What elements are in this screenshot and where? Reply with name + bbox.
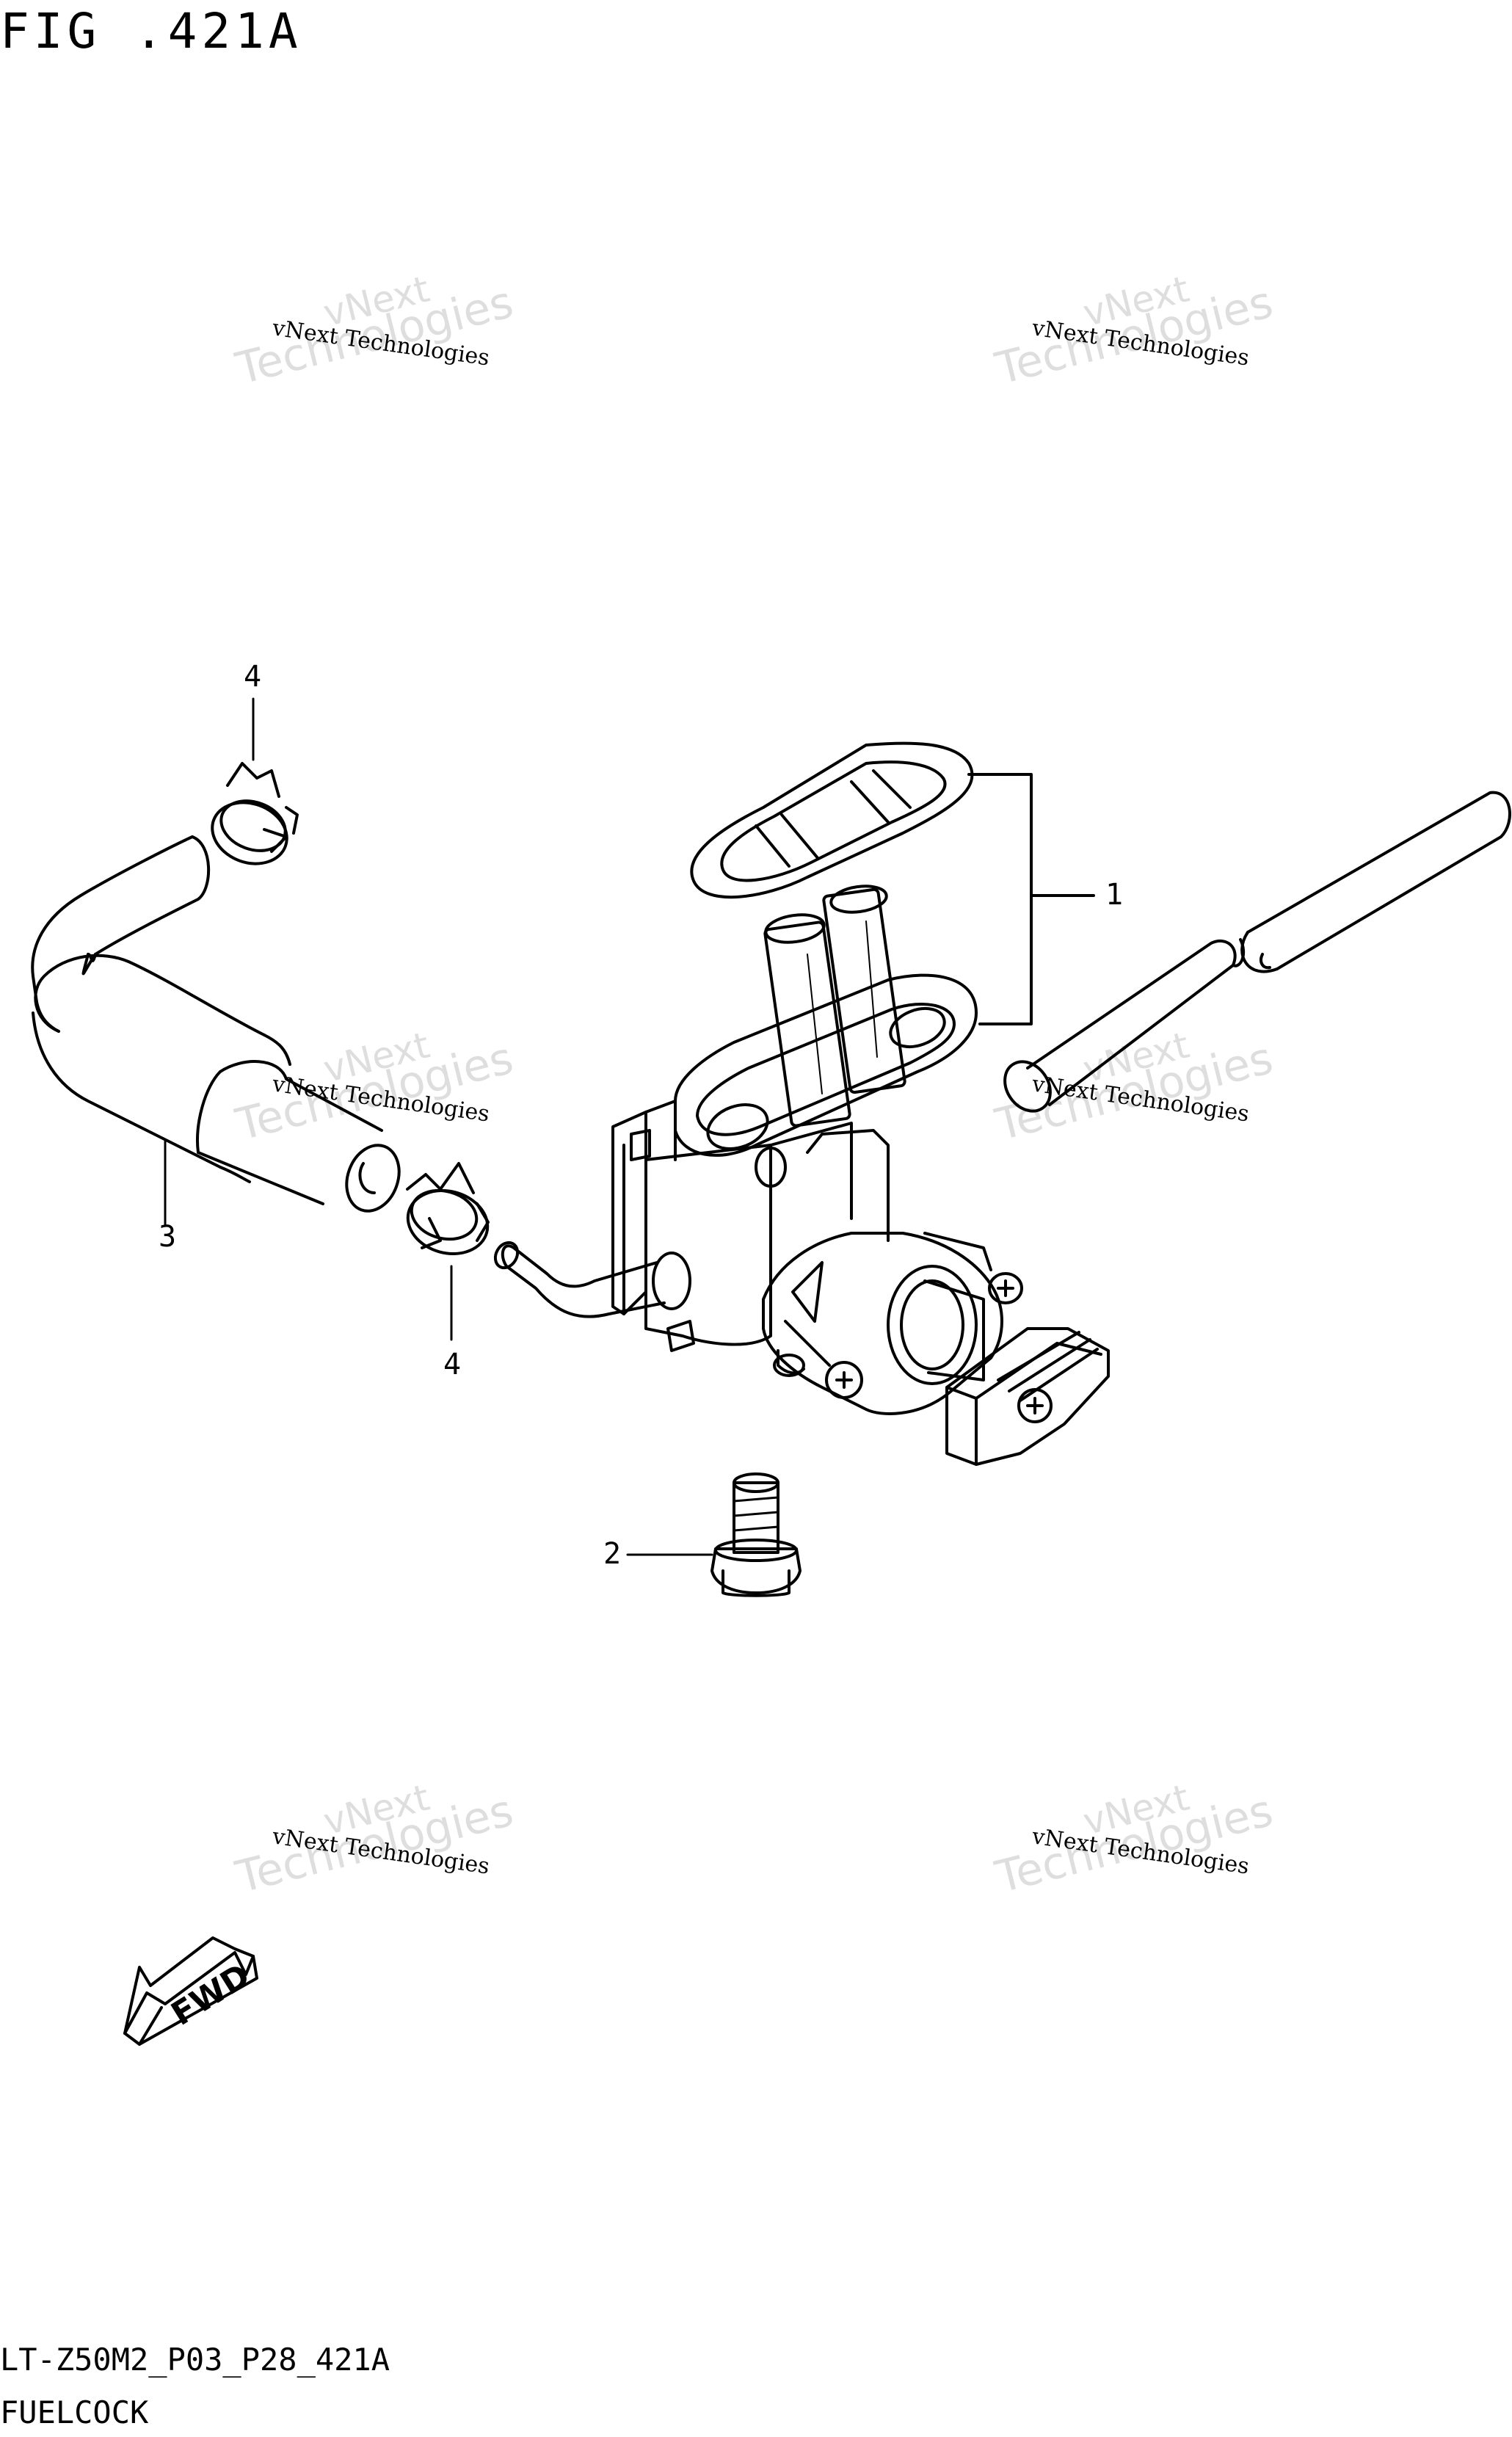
fuel-hose-straight (1003, 791, 1511, 1113)
fuel-cock-gasket (690, 741, 974, 899)
hose-clamp-lower (406, 1162, 490, 1255)
callout-1-bracket (967, 773, 1095, 1025)
callout-label-1: 1 (1105, 878, 1123, 912)
fuel-hose-bent (31, 835, 401, 1213)
leader-lines (164, 697, 713, 1556)
fwd-label: FWD (165, 1957, 257, 2033)
fwd-arrow (123, 1936, 258, 2046)
callout-label-2: 2 (603, 1537, 621, 1571)
fuel-cock-body (493, 885, 1110, 1466)
drawing-name: FUELCOCK (0, 2394, 149, 2430)
hose-clamp-top (211, 762, 299, 865)
drawing-code: LT-Z50M2_P03_P28_421A (0, 2342, 390, 2378)
callout-label-4: 4 (443, 1348, 461, 1381)
callout-label-3: 3 (159, 1220, 176, 1254)
callout-label-4: 4 (244, 660, 261, 694)
figure-title: FIG .421A (0, 3, 302, 59)
bolt (710, 1472, 802, 1597)
